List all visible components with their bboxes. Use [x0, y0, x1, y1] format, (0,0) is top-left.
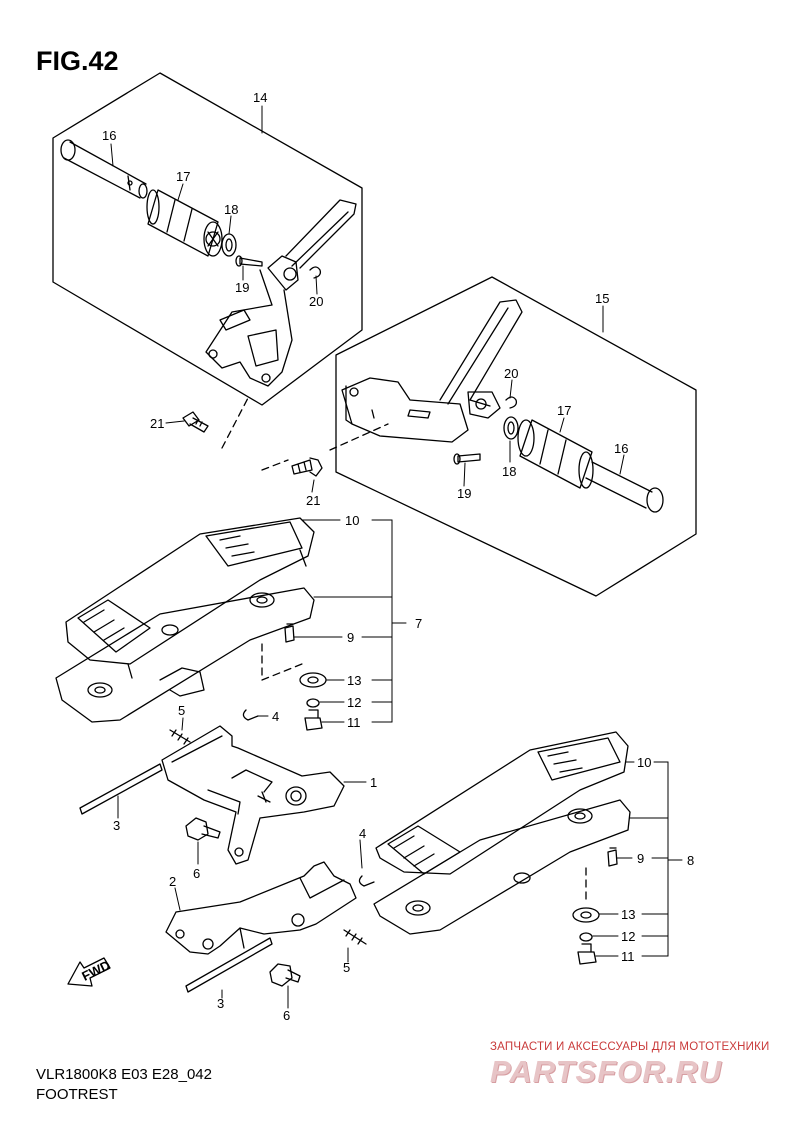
callout-18-left: 18: [224, 202, 238, 217]
callout-17-left: 17: [176, 169, 190, 184]
callout-12-lower: 12: [621, 929, 635, 944]
nut-11-upper: [304, 709, 323, 731]
bracket-2: [165, 861, 357, 955]
callout-16-right: 16: [614, 441, 628, 456]
callout-6-lower: 6: [283, 1008, 290, 1023]
callout-20-left: 20: [309, 294, 323, 309]
callout-11-lower: 11: [621, 949, 635, 964]
callout-6-upper: 6: [193, 866, 200, 881]
callout-7: 7: [415, 616, 422, 631]
callout-19-right: 19: [457, 486, 471, 501]
bolt-6-upper: [185, 817, 221, 841]
dash-floor-upper: [261, 643, 303, 681]
callout-14: 14: [253, 90, 267, 105]
washer-18-right: [503, 416, 519, 440]
fwd-arrow-icon: [67, 957, 111, 987]
callout-5-lower: 5: [343, 960, 350, 975]
model-code: VLR1800K8 E03 E28_042: [36, 1066, 212, 1083]
bolt-9-lower: [607, 847, 618, 867]
callout-3-lower: 3: [217, 996, 224, 1011]
callout-4-upper: 4: [272, 709, 279, 724]
washer-18-left: [221, 233, 237, 257]
callout-9-upper: 9: [347, 630, 354, 645]
dash-line-left: [221, 397, 249, 449]
floorboard-upper: [55, 517, 315, 723]
pin-16-left-head: [60, 139, 76, 161]
bolt-21-left: [182, 411, 209, 433]
watermark-logo: PARTSFOR.RU: [490, 1054, 723, 1089]
spring-5-upper: [169, 729, 191, 745]
shaft-3-lower: [185, 937, 273, 993]
callout-11-upper: 11: [347, 715, 361, 730]
bolt-9-upper: [284, 623, 295, 643]
callout-5-upper: 5: [178, 703, 185, 718]
dash-line-right: [261, 423, 389, 471]
washer-13-upper: [299, 672, 327, 688]
clip-20-left: [309, 266, 322, 279]
callout-3-upper: 3: [113, 818, 120, 833]
pin-16-right: [585, 461, 653, 509]
callout-4-lower: 4: [359, 826, 366, 841]
clip-20-right: [505, 396, 518, 409]
callout-18-right: 18: [502, 464, 516, 479]
footrest-bracket-right: [341, 299, 523, 443]
clip-4-upper: [242, 709, 259, 721]
shaft-3-upper: [79, 763, 163, 815]
callout-12-upper: 12: [347, 695, 361, 710]
bolt-6-lower: [269, 963, 301, 987]
washer-12-lower: [579, 932, 593, 942]
callout-9-lower: 9: [637, 851, 644, 866]
callout-10-upper: 10: [345, 513, 359, 528]
pin-16-left: [63, 141, 147, 199]
callout-16-left: 16: [102, 128, 116, 143]
callout-17-right: 17: [557, 403, 571, 418]
watermark-tagline: ЗАПЧАСТИ И АКСЕССУАРЫ ДЛЯ МОТОТЕХНИКИ: [490, 1041, 770, 1053]
callout-8: 8: [687, 853, 694, 868]
callout-13-upper: 13: [347, 673, 361, 688]
fwd-label: FWD: [79, 957, 112, 983]
leader-lines: [110, 105, 683, 1009]
left-peg-assembly: [60, 139, 357, 387]
assembly-box-15: [335, 276, 697, 597]
right-peg-assembly: [341, 299, 664, 513]
callout-numbers: 14 16 17 18 19 20 21 21 15 20 17 16 18 1…: [102, 90, 694, 1023]
figure-label: FIG.42: [36, 46, 119, 76]
clip-4-lower: [358, 875, 375, 887]
callout-20-right: 20: [504, 366, 518, 381]
footrest-bracket-left: [205, 199, 357, 387]
washer-12-upper: [306, 698, 320, 708]
bracket-1: [161, 725, 345, 865]
pin-19-right: [457, 453, 481, 463]
callout-1: 1: [370, 775, 377, 790]
callout-21-right: 21: [306, 493, 320, 508]
pin-19-left: [239, 257, 263, 267]
callout-10-lower: 10: [637, 755, 651, 770]
peg-rubber-17-left: [146, 189, 223, 257]
callout-13-lower: 13: [621, 907, 635, 922]
peg-rubber-17-right: [517, 419, 594, 489]
bolt-21-right: [291, 457, 323, 477]
callout-15: 15: [595, 291, 609, 306]
spring-5-lower: [343, 929, 367, 945]
callout-2: 2: [169, 874, 176, 889]
section-name: FOOTREST: [36, 1086, 118, 1103]
callout-21-left: 21: [150, 416, 164, 431]
nut-11-lower: [577, 943, 597, 965]
assembly-box-14: [52, 72, 363, 406]
callout-19-left: 19: [235, 280, 249, 295]
washer-13-lower: [572, 907, 600, 923]
floorboard-lower: [373, 731, 631, 935]
